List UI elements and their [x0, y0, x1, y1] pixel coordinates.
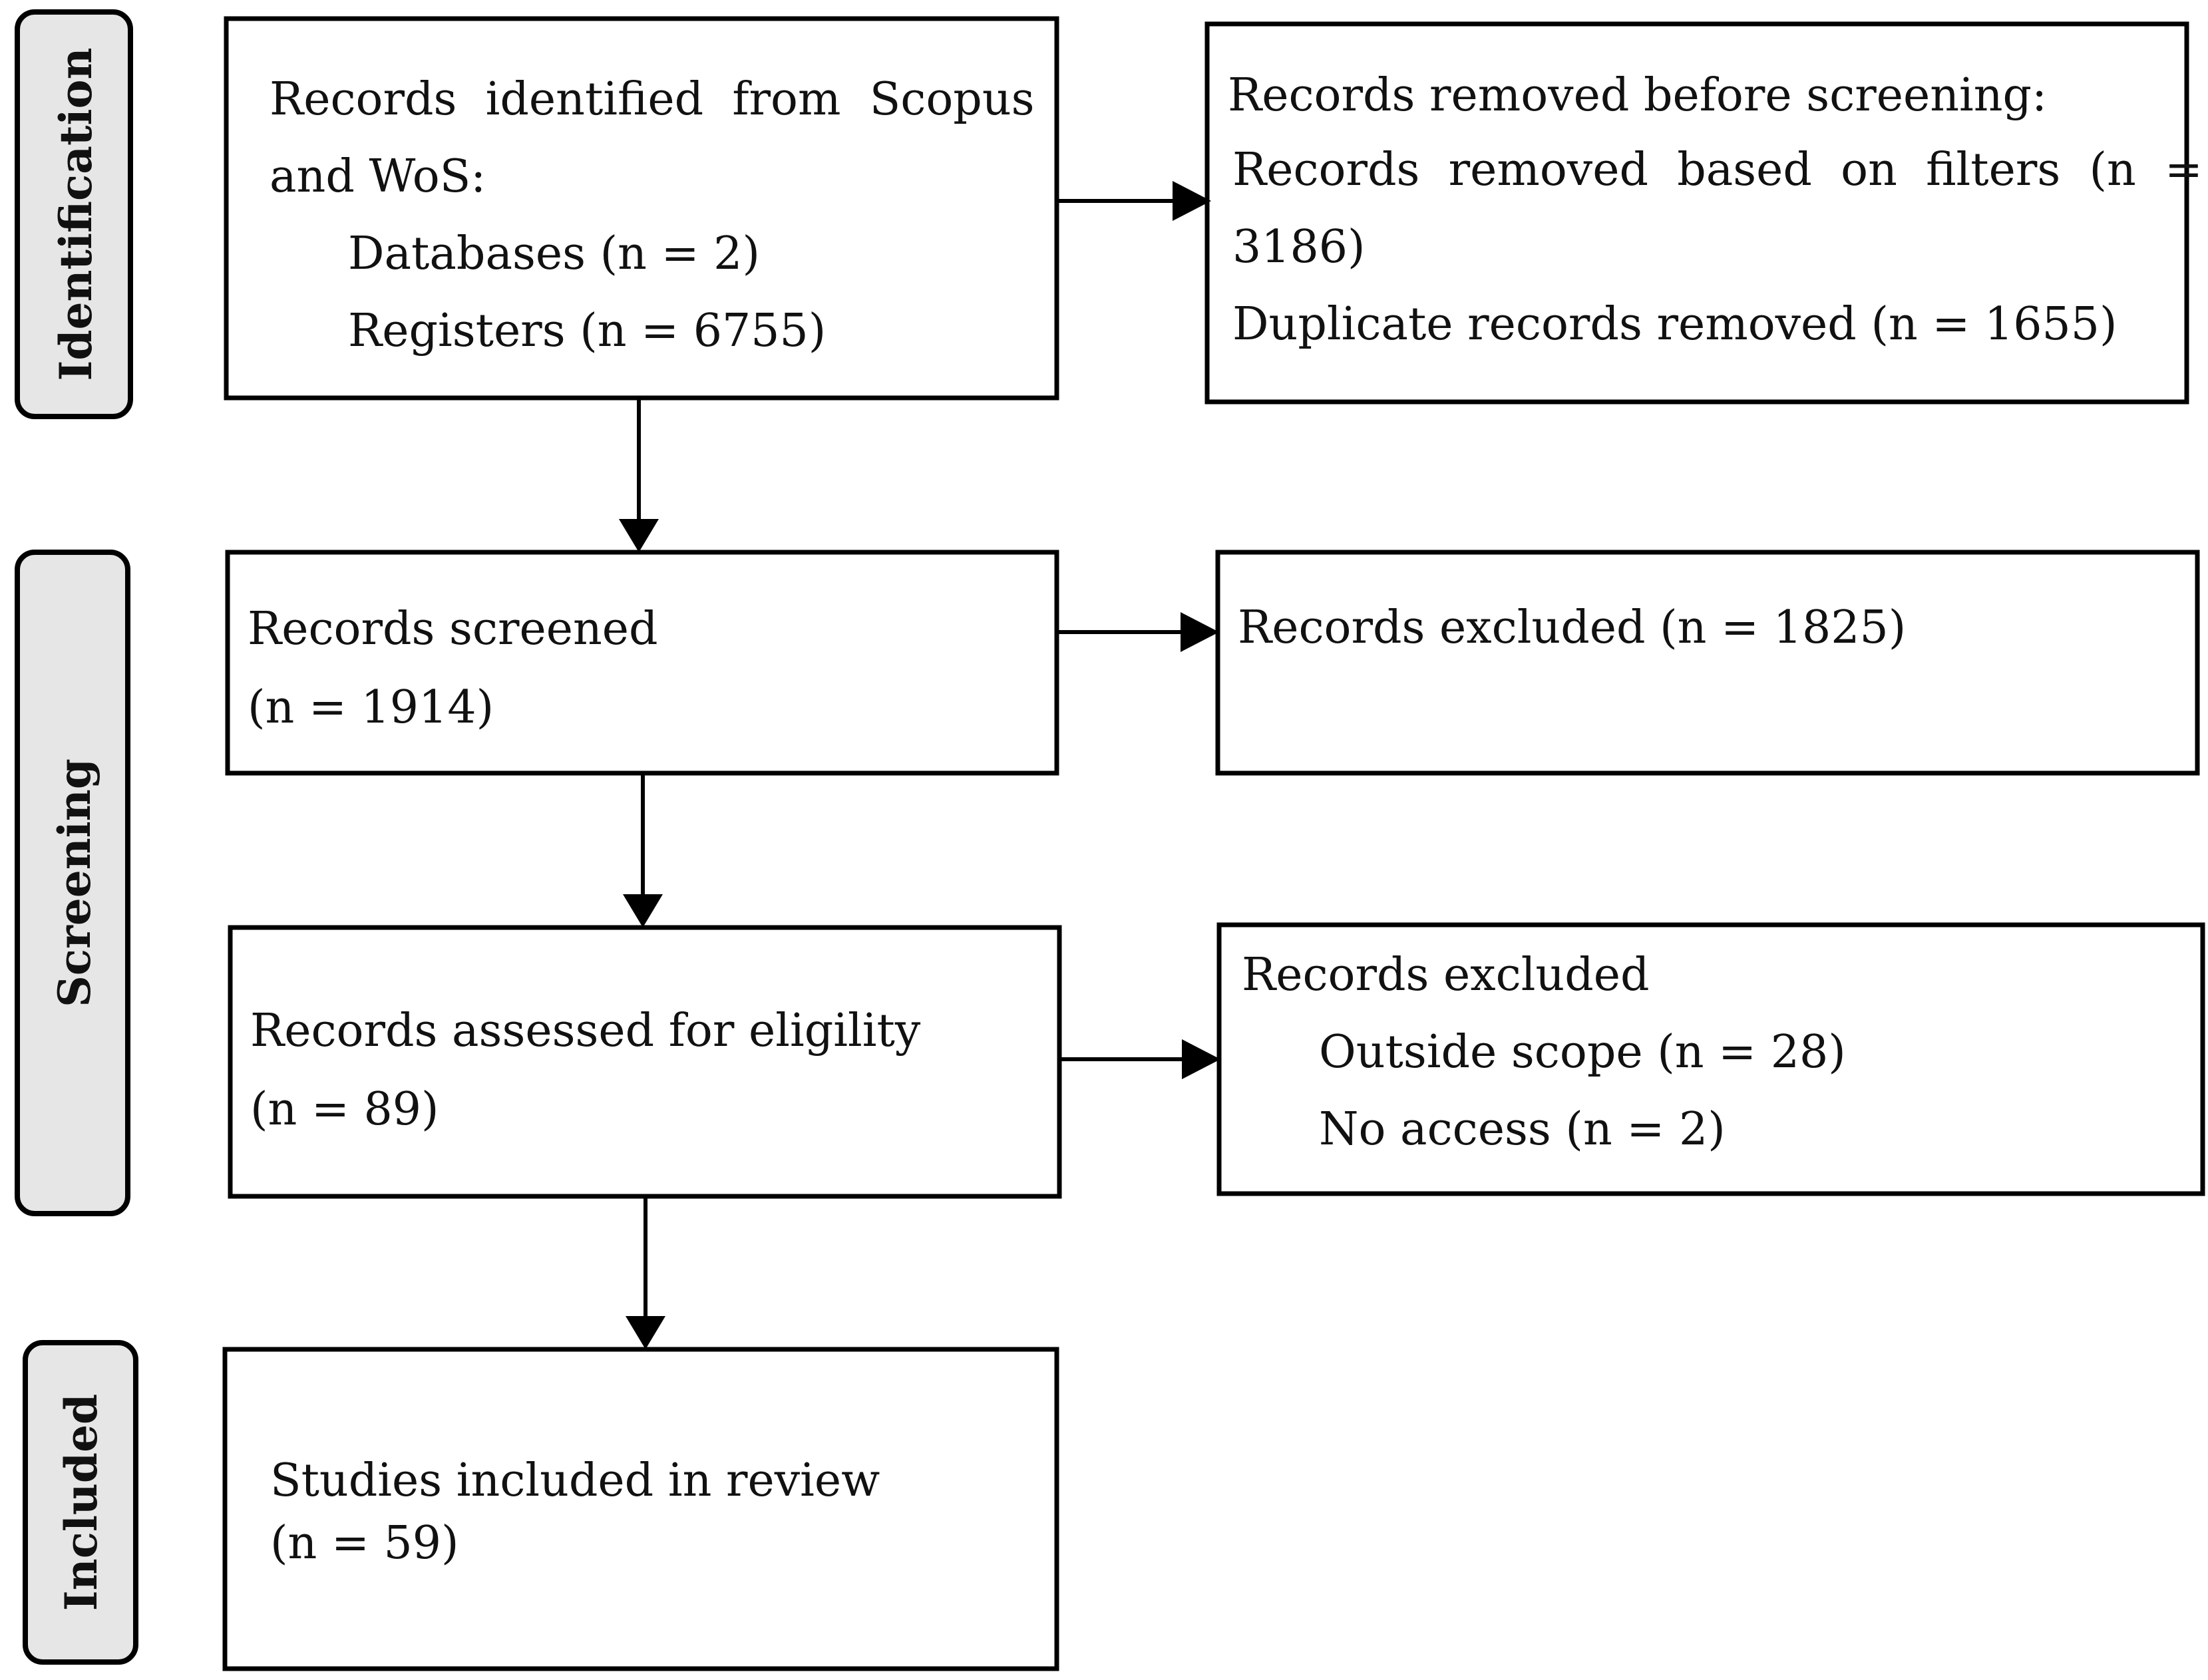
box-screened-frame: [225, 550, 1059, 776]
stage-screening-box: [15, 550, 130, 1216]
arrow-identified-to-screened: [619, 398, 659, 552]
box-screened-line2: (n = 1914): [248, 681, 494, 734]
arrow-screened-to-excluded-1: [1057, 612, 1219, 652]
box-assessed-frame: [228, 925, 1062, 1199]
box-included-line1: Studies included in review: [270, 1454, 880, 1507]
box-excluded-2: Records excluded Outside scope (n = 28) …: [1216, 922, 2205, 1196]
box-assessed: Records assessed for eligility (n = 89): [228, 925, 1062, 1199]
box-excluded-1-line1: Records excluded (n = 1825): [1238, 601, 1906, 654]
box-removed-frame: [1204, 21, 2189, 405]
stage-included-label: Included: [55, 1394, 107, 1611]
box-excluded-1: Records excluded (n = 1825): [1215, 550, 2200, 776]
box-included-frame: [222, 1347, 1059, 1671]
arrowhead-right-3: [1182, 1039, 1220, 1079]
box-removed-line2: Records removed based on filters (n =: [1232, 144, 2203, 196]
stage-screening-label: Screening: [49, 758, 100, 1007]
box-identified-line2: and WoS:: [270, 150, 486, 203]
arrowhead-right-2: [1181, 612, 1219, 652]
box-identified-line1: Records identified from Scopus: [270, 73, 1035, 126]
arrow-screened-to-assessed: [623, 773, 663, 927]
stage-identification: Identification: [15, 9, 133, 419]
box-included-line2: (n = 59): [270, 1517, 459, 1570]
arrowhead-down-1: [619, 519, 659, 552]
arrowhead-right-1: [1173, 181, 1211, 221]
arrow-identified-to-removed: [1057, 181, 1211, 221]
box-excluded-1-frame: [1215, 550, 2200, 776]
stage-identification-box: [15, 9, 133, 419]
box-identified: Records identified from Scopus and WoS: …: [224, 16, 1059, 401]
box-removed-line4: Duplicate records removed (n = 1655): [1232, 298, 2117, 351]
box-removed: Records removed before screening: Record…: [1204, 21, 2203, 405]
box-identified-line3: Databases (n = 2): [348, 228, 760, 280]
box-screened: Records screened (n = 1914): [225, 550, 1059, 776]
arrow-assessed-to-included: [626, 1196, 665, 1349]
box-excluded-2-frame: [1216, 922, 2205, 1196]
box-identified-frame: [224, 16, 1059, 401]
box-excluded-2-line2: Outside scope (n = 28): [1319, 1026, 1846, 1079]
arrow-assessed-to-excluded-2: [1059, 1039, 1220, 1079]
box-screened-line1: Records screened: [248, 603, 658, 655]
box-removed-line1: Records removed before screening:: [1228, 69, 2047, 122]
box-assessed-line1: Records assessed for eligility: [250, 1005, 921, 1057]
box-excluded-2-line1: Records excluded: [1242, 949, 1650, 1001]
box-included: Studies included in review (n = 59): [222, 1347, 1059, 1671]
box-removed-line3: 3186): [1232, 221, 1366, 273]
stage-screening: Screening: [15, 550, 130, 1216]
box-identified-line4: Registers (n = 6755): [348, 305, 826, 357]
stage-identification-label: Identification: [50, 47, 102, 381]
box-excluded-2-line3: No access (n = 2): [1319, 1103, 1726, 1156]
stage-included: Included: [23, 1340, 138, 1665]
arrowhead-down-3: [626, 1316, 665, 1349]
arrowhead-down-2: [623, 894, 663, 927]
stage-included-box: [23, 1340, 138, 1665]
box-assessed-line2: (n = 89): [250, 1083, 439, 1136]
